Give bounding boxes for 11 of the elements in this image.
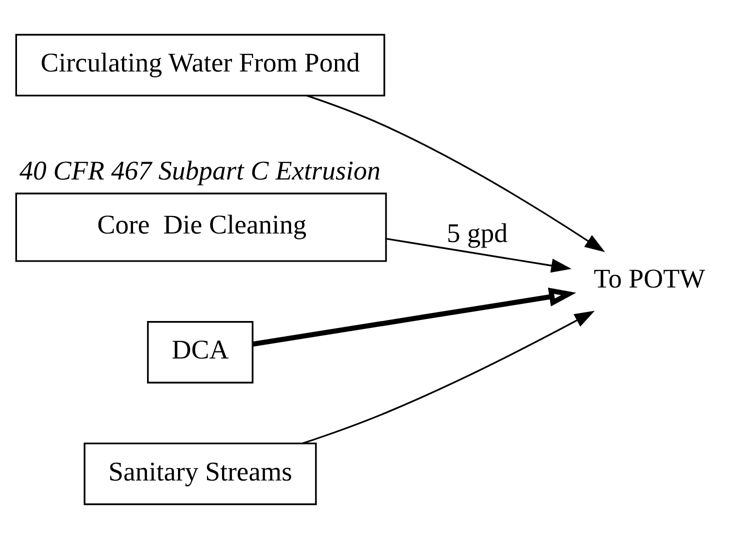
node-box: Core Die Cleaning (15, 192, 387, 262)
node-label: 40 CFR 467 Subpart C Extrusion (20, 156, 381, 186)
node-box: DCA (147, 321, 254, 384)
node-text: To POTW (594, 264, 706, 294)
arrow (385, 238, 572, 273)
node-box: Circulating Water From Pond (15, 34, 386, 96)
arrow (306, 94, 606, 252)
node-box: Sanitary Streams (84, 442, 317, 506)
edge-label: 5 gpd (446, 218, 508, 248)
arrow (252, 288, 576, 347)
arrow (302, 310, 595, 444)
